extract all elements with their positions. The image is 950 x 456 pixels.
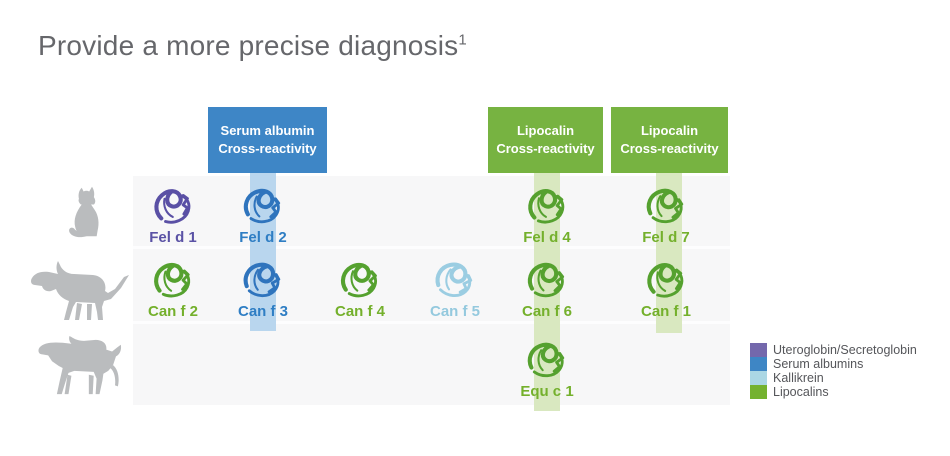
allergen-label: Can f 5 [429, 303, 480, 320]
protein-ribbon-icon [141, 253, 204, 306]
allergen-label: Equ c 1 [520, 383, 574, 400]
row-divider [133, 321, 730, 324]
header-line1: Lipocalin [640, 123, 699, 139]
legend-item: Kallikrein [750, 371, 917, 385]
allergen-label: Can f 4 [334, 303, 385, 320]
header-line2: Cross-reactivity [620, 141, 719, 156]
header-line2: Cross-reactivity [218, 141, 317, 156]
legend-item: Serum albumins [750, 357, 917, 371]
header-lipocalin-cross-reactivity-1: Lipocalin Cross-reactivity [488, 107, 603, 173]
cat-silhouette-icon [69, 186, 99, 238]
legend-label: Uteroglobin/Secretoglobin [773, 343, 917, 357]
allergen-label: Fel d 4 [523, 229, 571, 246]
legend-swatch-icon [750, 357, 767, 371]
row-divider [133, 246, 730, 249]
protein-ribbon-icon [421, 250, 488, 309]
allergen-cell-fel-d-2: Fel d 2 [215, 180, 311, 246]
allergen-cell-fel-d-1: Fel d 1 [125, 180, 221, 246]
allergen-cell-can-f-1: Can f 1 [618, 254, 714, 320]
allergen-label: Can f 2 [147, 303, 198, 320]
allergen-label: Fel d 7 [642, 229, 690, 246]
page-title-text: Provide a more precise diagnosis [38, 30, 459, 61]
legend-label: Lipocalins [773, 385, 829, 399]
allergen-cell-can-f-2: Can f 2 [125, 254, 221, 320]
legend-swatch-icon [750, 385, 767, 399]
protein-ribbon-icon [230, 251, 295, 306]
header-line2: Cross-reactivity [496, 141, 595, 156]
protein-ribbon-icon [514, 177, 580, 233]
protein-ribbon-icon [518, 255, 577, 302]
header-lipocalin-cross-reactivity-2: Lipocalin Cross-reactivity [611, 107, 728, 173]
footnote-marker: 1 [458, 31, 467, 49]
legend-item: Uteroglobin/Secretoglobin [750, 343, 917, 357]
legend-swatch-icon [750, 343, 767, 357]
protein-ribbon-icon [233, 181, 293, 229]
legend-swatch-icon [750, 371, 767, 385]
header-line1: Serum albumin [220, 123, 315, 139]
legend-label: Serum albumins [773, 357, 864, 371]
horse-silhouette-icon [38, 336, 122, 395]
legend-item: Lipocalins [750, 385, 917, 399]
allergen-cell-can-f-3: Can f 3 [215, 254, 311, 320]
protein-ribbon-icon [330, 255, 390, 304]
allergen-cell-can-f-6: Can f 6 [499, 254, 595, 320]
allergen-cell-can-f-5: Can f 5 [407, 254, 503, 320]
allergen-table [133, 176, 730, 405]
page-title: Provide a more precise diagnosis1 [38, 30, 467, 62]
allergen-label: Can f 3 [237, 303, 288, 320]
allergen-label: Fel d 2 [239, 229, 287, 246]
header-line1: Lipocalin [516, 123, 575, 139]
allergen-label: Fel d 1 [149, 229, 197, 246]
protein-ribbon-icon [516, 334, 578, 385]
allergen-cell-equ-c-1: Equ c 1 [499, 330, 595, 400]
legend-label: Kallikrein [773, 371, 824, 385]
allergen-label: Can f 6 [521, 303, 572, 320]
header-serum-albumin-cross-reactivity: Serum albumin Cross-reactivity [208, 107, 327, 173]
allergen-label: Can f 1 [640, 303, 691, 320]
protein-ribbon-icon [633, 250, 699, 307]
protein-ribbon-icon [139, 175, 207, 234]
allergen-cell-fel-d-4: Fel d 4 [499, 180, 595, 246]
dog-silhouette-icon [31, 261, 129, 320]
protein-ribbon-icon [635, 179, 697, 231]
allergen-cell-fel-d-7: Fel d 7 [618, 180, 714, 246]
allergen-cell-can-f-4: Can f 4 [312, 254, 408, 320]
